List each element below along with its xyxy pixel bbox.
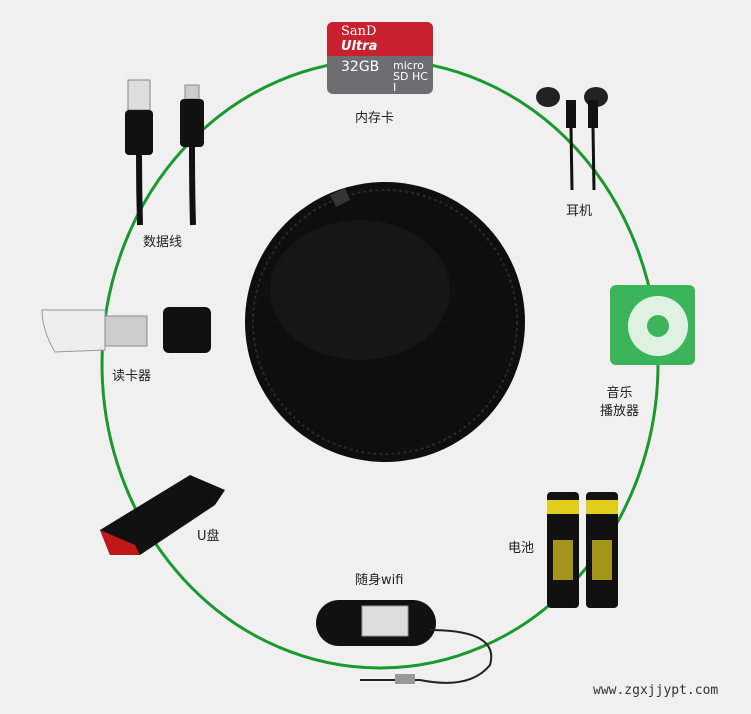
ipod-shuffle-icon (610, 285, 695, 365)
card-reader-icon (41, 307, 211, 353)
card-capacity: 32GB (341, 59, 380, 75)
label-music-player: 音乐 播放器 (600, 385, 639, 421)
batteries-icon (547, 492, 618, 608)
label-wifi: 随身wifi (355, 573, 404, 588)
portable-wifi-icon (316, 600, 493, 684)
memory-card-icon: SanD Ultra 32GB micro SD HC I (327, 22, 433, 94)
label-data-cable: 数据线 (143, 235, 183, 250)
label-battery: 电池 (508, 541, 535, 556)
card-type: micro SD HC I (393, 59, 428, 94)
usb-cable-icon (125, 79, 204, 226)
earphones-icon (536, 87, 608, 191)
label-music-player-line2: 播放器 (600, 404, 640, 419)
label-earphones: 耳机 (566, 204, 593, 219)
card-brand: SanD (341, 24, 377, 39)
label-music-player-line1: 音乐 (606, 386, 633, 401)
label-memory-card: 内存卡 (355, 111, 395, 126)
label-card-reader: 读卡器 (112, 369, 152, 384)
watermark: www.zgxjjypt.com (593, 683, 719, 698)
usb-flash-drive-icon (100, 475, 225, 555)
label-usb-drive: U盘 (197, 529, 220, 544)
card-line: Ultra (341, 39, 378, 54)
earphone-pouch (245, 182, 525, 462)
